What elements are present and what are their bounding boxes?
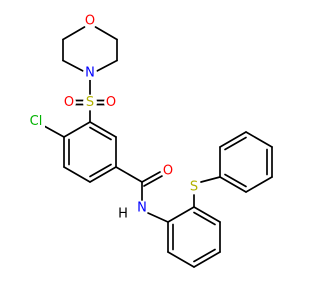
atom-n-amide: N — [137, 201, 147, 216]
atom-h-amide: H — [118, 207, 128, 222]
atom-o-sulfonyl-right: O — [106, 95, 116, 110]
atom-o-carbonyl: O — [163, 164, 173, 179]
carbonyl-oxygen-label: O — [161, 164, 175, 179]
atom-n-morpholine: N — [85, 66, 95, 81]
molecule-structure: O N S O O Cl O N — [27, 13, 273, 268]
atom-cl: Cl — [30, 114, 43, 129]
atom-o-morpholine: O — [85, 14, 95, 29]
atom-labels: O N S O O Cl O N — [27, 14, 201, 222]
amide-hydrogen-label: H — [117, 207, 129, 222]
atom-s-thioether: S — [190, 180, 198, 195]
sulfonyl-oxygen-left-label: O — [62, 95, 76, 110]
chlorine-label: Cl — [27, 114, 45, 129]
amide-nitrogen-label: N — [135, 201, 149, 216]
thioether-sulfur-label: S — [187, 180, 201, 195]
morpholine-oxygen-label: O — [83, 14, 97, 29]
atom-o-sulfonyl-left: O — [64, 95, 74, 110]
morpholine-nitrogen-label: N — [83, 66, 97, 81]
bonds — [44, 26, 273, 268]
sulfonyl-oxygen-right-label: O — [104, 95, 118, 110]
atom-s-sulfonyl: S — [86, 95, 94, 110]
sulfonyl-sulfur-label: S — [83, 95, 97, 110]
